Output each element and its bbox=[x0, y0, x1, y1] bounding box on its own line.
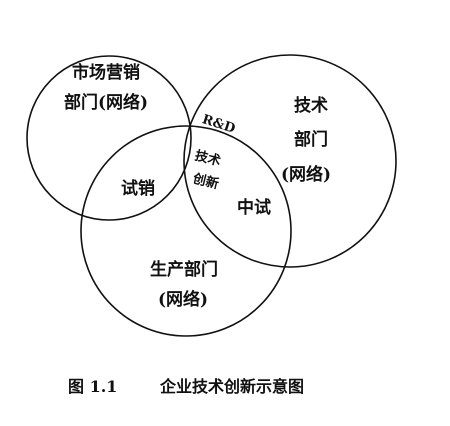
production-circle bbox=[80, 125, 292, 337]
figure-number: 图 1.1 bbox=[68, 377, 117, 396]
tech-label-line2: 部门 bbox=[294, 129, 328, 150]
tech-circle bbox=[183, 54, 397, 268]
tech-label-line3: (网络) bbox=[281, 164, 331, 185]
production-label-line1: 生产部门 bbox=[150, 259, 218, 280]
center-label-line1: 技术 bbox=[193, 148, 222, 170]
center-label-line2: 创新 bbox=[190, 170, 220, 192]
tech-label-line1: 技术 bbox=[294, 95, 328, 116]
trial-sales-label: 试销 bbox=[121, 178, 155, 199]
marketing-label-line2: 部门(网络) bbox=[64, 92, 148, 113]
marketing-label-line1: 市场营销 bbox=[72, 62, 140, 83]
marketing-circle bbox=[26, 55, 192, 221]
pilot-label: 中试 bbox=[237, 197, 271, 218]
rd-label: R&D bbox=[200, 112, 237, 137]
figure-caption: 企业技术创新示意图 bbox=[159, 377, 304, 396]
production-label-line2: (网络) bbox=[158, 289, 208, 310]
